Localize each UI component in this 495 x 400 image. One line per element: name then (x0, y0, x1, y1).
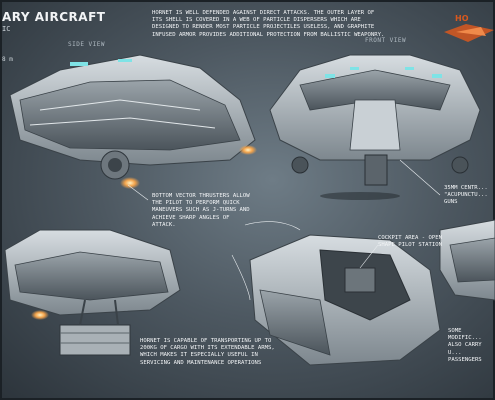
note-cargo: HORNET IS CAPABLE OF TRANSPORTING UP TO … (140, 338, 275, 366)
sheet-title: ARY AIRCRAFT (2, 10, 106, 24)
side-view-label: SIDE VIEW (68, 41, 106, 48)
front-view-ship (269, 54, 481, 200)
hornet-logo-icon (444, 24, 494, 42)
partial-view-ship (439, 219, 495, 301)
sheet-subtitle: IC (2, 25, 11, 33)
note-cannon: 35MM CENTR... "ACUPUNCTU... GUNS (444, 185, 488, 206)
scale-label: 8 m (2, 56, 13, 63)
note-cockpit: COCKPIT AREA - OPEN SHAPE PILOT STATION (378, 235, 442, 249)
note-passengers: SOME MODIFIC... ALSO CARRY U... PASSENGE… (448, 328, 482, 363)
side-view-ship (9, 54, 257, 189)
note-armor: HORNET IS WELL DEFENDED AGAINST DIRECT A… (152, 10, 385, 38)
cargo-view-ship (4, 229, 181, 356)
note-thrusters: BOTTOM VECTOR THRUSTERS ALLOW THE PILOT … (152, 193, 250, 228)
cockpit-view-ship (249, 234, 441, 366)
logo-text: HO (455, 14, 469, 23)
front-view-label: FRONT VIEW (365, 37, 407, 44)
brand-logo (436, 12, 495, 52)
annotation-lines (127, 159, 441, 301)
